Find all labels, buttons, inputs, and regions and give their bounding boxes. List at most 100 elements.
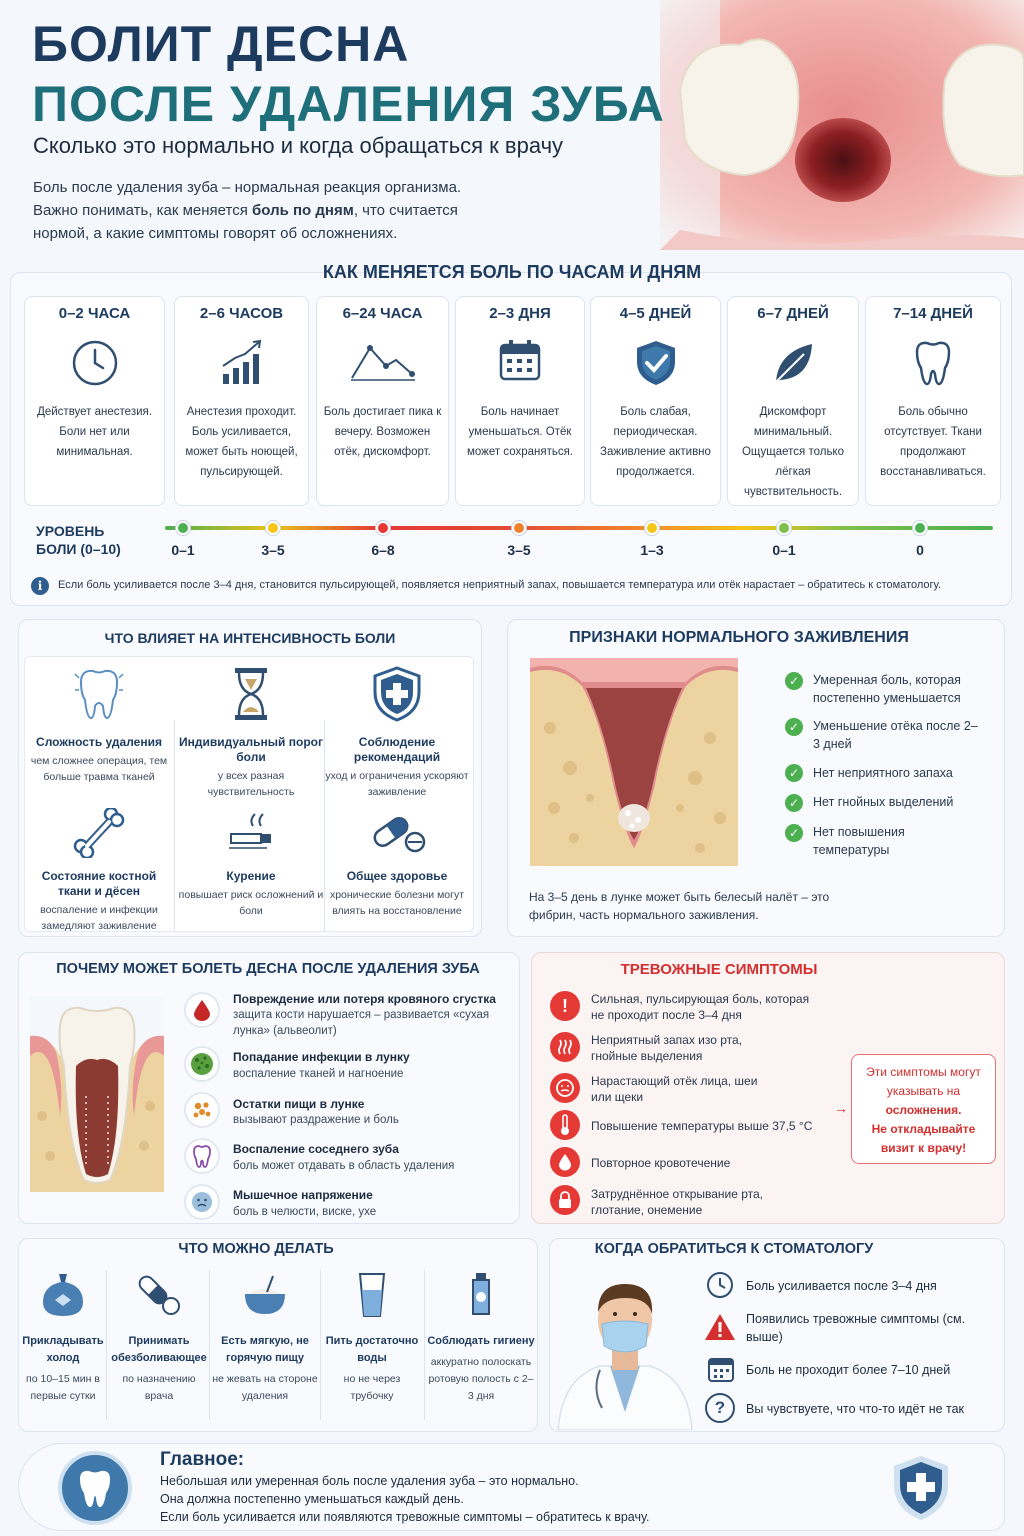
alarm-item-5: Повторное кровотечение	[591, 1156, 731, 1170]
smell-waves-icon	[550, 1032, 580, 1062]
reason-title: Остатки пищи в лунке	[233, 1097, 365, 1111]
check-icon: ✓	[785, 718, 803, 736]
swollen-face-icon	[550, 1073, 580, 1103]
factor-desc: повышает риск осложнений и боли	[178, 889, 324, 917]
pain-dot-3	[376, 521, 390, 535]
do-name: Пить достаточно воды	[325, 1335, 419, 1364]
blood-drop-icon	[184, 992, 220, 1028]
stage-text: Действует анестезия. Боли нет или минима…	[37, 406, 152, 458]
alarm-item-2: Неприятный запах изо рта, гнойные выделе…	[591, 1033, 743, 1063]
summary-text: Небольшая или умеренная боль после удале…	[160, 1472, 649, 1526]
do-desc: но не через трубочку	[343, 1373, 401, 1402]
pain-dot-2	[266, 521, 280, 535]
divider	[320, 1270, 321, 1420]
exclamation-icon: !	[550, 991, 580, 1021]
factor-desc: у всех разная чувствительность	[207, 770, 295, 798]
hourglass-icon	[178, 664, 324, 729]
pill-icon	[324, 808, 470, 863]
reason-title: Повреждение или потеря кровяного сгустка	[233, 992, 496, 1006]
timeline-title: КАК МЕНЯЕТСЯ БОЛЬ ПО ЧАСАМ И ДНЯМ	[322, 262, 702, 282]
callout-line-2: осложнения.	[885, 1103, 962, 1117]
callout-line-3: Не откладывайте визит к врачу!	[871, 1122, 976, 1155]
factor-name: Курение	[226, 869, 276, 883]
pain-dot-7	[913, 521, 927, 535]
alarm-item-4: Повышение температуры выше 37,5 °C	[591, 1119, 813, 1133]
callout-line-1: Эти симптомы могут указывать на	[866, 1065, 981, 1098]
pain-dot-4	[512, 521, 526, 535]
warning-icon	[704, 1312, 736, 1347]
factor-name: Сложность удаления	[36, 735, 162, 749]
do-item-2: Принимать обезболивающее по назначению в…	[110, 1270, 208, 1405]
pain-level-4: 3–5	[507, 542, 531, 558]
do-name: Соблюдать гигиену	[427, 1335, 535, 1347]
reasons-title: ПОЧЕМУ МОЖЕТ БОЛЕТЬ ДЕСНА ПОСЛЕ УДАЛЕНИЯ…	[56, 961, 480, 977]
stage-period: 7–14 ДНЕЙ	[893, 305, 973, 322]
intro-line-2b: , что считается	[353, 202, 458, 219]
page-title: БОЛИТ ДЕСНА ПОСЛЕ УДАЛЕНИЯ ЗУБА	[32, 14, 665, 134]
factor-desc: чем сложнее операция, тем больше травма …	[30, 755, 168, 783]
intro-text: Боль после удаления зуба – нормальная ре…	[33, 176, 461, 245]
stage-period: 4–5 ДНЕЙ	[619, 305, 692, 322]
pain-level-5: 1–3	[640, 542, 664, 558]
check-icon: ✓	[785, 824, 803, 842]
pill-icon	[110, 1270, 208, 1325]
factor-name: Общее здоровье	[346, 869, 448, 883]
bone-icon	[26, 806, 172, 863]
intro-line-3: нормой, а какие симптомы говорят об осло…	[33, 225, 398, 242]
pain-level-6: 0–1	[772, 542, 796, 558]
tooth-icon	[184, 1138, 220, 1174]
stage-period: 6–7 ДНЕЙ	[757, 305, 829, 322]
intro-line-2: Важно понимать, как меняется боль по дня…	[33, 199, 461, 222]
timeline-note: Если боль усиливается после 3–4 дня, ста…	[58, 579, 942, 591]
do-item-4: Пить достаточно воды но не через трубочк…	[322, 1270, 422, 1405]
healing-title: ПРИЗНАКИ НОРМАЛЬНОГО ЗАЖИВЛЕНИЯ	[569, 629, 909, 646]
face-icon	[184, 1184, 220, 1220]
reason-desc: воспаление тканей и нагноение	[233, 1068, 404, 1080]
when-item-2: Появились тревожные симптомы (см. выше)	[746, 1312, 966, 1344]
intro-line-2a: Важно понимать, как меняется	[33, 202, 253, 219]
rising-chart-icon	[175, 338, 308, 390]
reason-desc: боль может отдавать в область удаления	[233, 1160, 455, 1172]
leaf-icon	[728, 338, 858, 390]
factor-2: Индивидуальный порог боли у всех разная …	[178, 664, 324, 800]
divider	[324, 720, 325, 932]
doctor-image	[552, 1262, 698, 1431]
summary-line-1: Небольшая или умеренная боль после удале…	[160, 1474, 579, 1488]
stage-card-7: 7–14 ДНЕЙ Боль обычно отсутствует. Ткани…	[865, 296, 1001, 506]
factor-1: Сложность удаления чем сложнее операция,…	[26, 664, 172, 785]
title-line-2: ПОСЛЕ УДАЛЕНИЯ ЗУБА	[32, 76, 665, 132]
do-item-5: Соблюдать гигиену аккуратно полоскать ро…	[426, 1270, 536, 1405]
factors-title: ЧТО ВЛИЯЕТ НА ИНТЕНСИВНОСТЬ БОЛИ	[104, 630, 396, 646]
page-subtitle: Сколько это нормально и когда обращаться…	[33, 133, 564, 158]
healing-socket-image	[530, 658, 738, 866]
peak-line-icon	[317, 338, 448, 390]
factor-3: Соблюдение рекомендаций уход и ограничен…	[324, 664, 470, 800]
healing-check-1: Умеренная боль, которая постепенно умень…	[813, 673, 961, 705]
do-desc: аккуратно полоскать ротовую полость с 2–…	[428, 1356, 534, 1402]
intro-line-1: Боль после удаления зуба – нормальная ре…	[33, 179, 462, 196]
do-name: Есть мягкую, не горячую пищу	[221, 1335, 309, 1364]
do-desc: по назначению врача	[122, 1373, 196, 1402]
bacteria-icon	[184, 1046, 220, 1082]
info-icon: i	[31, 577, 49, 595]
pain-level-1: 0–1	[171, 542, 195, 558]
pain-scale-bar	[165, 526, 993, 530]
ice-pack-icon	[20, 1270, 106, 1325]
divider	[106, 1270, 107, 1420]
pain-dot-6	[777, 521, 791, 535]
check-icon: ✓	[785, 794, 803, 812]
hero-image	[660, 0, 1024, 250]
shield-check-icon	[591, 338, 720, 390]
pain-dot-1	[176, 521, 190, 535]
stage-text: Боль достигает пика к вечеру. Возможен о…	[323, 406, 442, 458]
factor-name: Состояние костной ткани и дёсен	[41, 869, 157, 898]
alarm-item-1: Сильная, пульсирующая боль, которая не п…	[591, 992, 810, 1022]
reason-desc: защита кости нарушается – развивается «с…	[233, 1009, 490, 1037]
alarm-item-6: Затруднённое открывание рта, глотание, о…	[591, 1187, 764, 1217]
shield-plus-icon	[890, 1453, 952, 1528]
factor-4: Состояние костной ткани и дёсен воспален…	[26, 806, 172, 934]
when-item-3: Боль не проходит более 7–10 дней	[746, 1363, 951, 1377]
bowl-icon	[211, 1270, 319, 1325]
check-icon: ✓	[785, 764, 803, 782]
when-item-4: Вы чувствуете, что что-то идёт не так	[746, 1402, 965, 1416]
